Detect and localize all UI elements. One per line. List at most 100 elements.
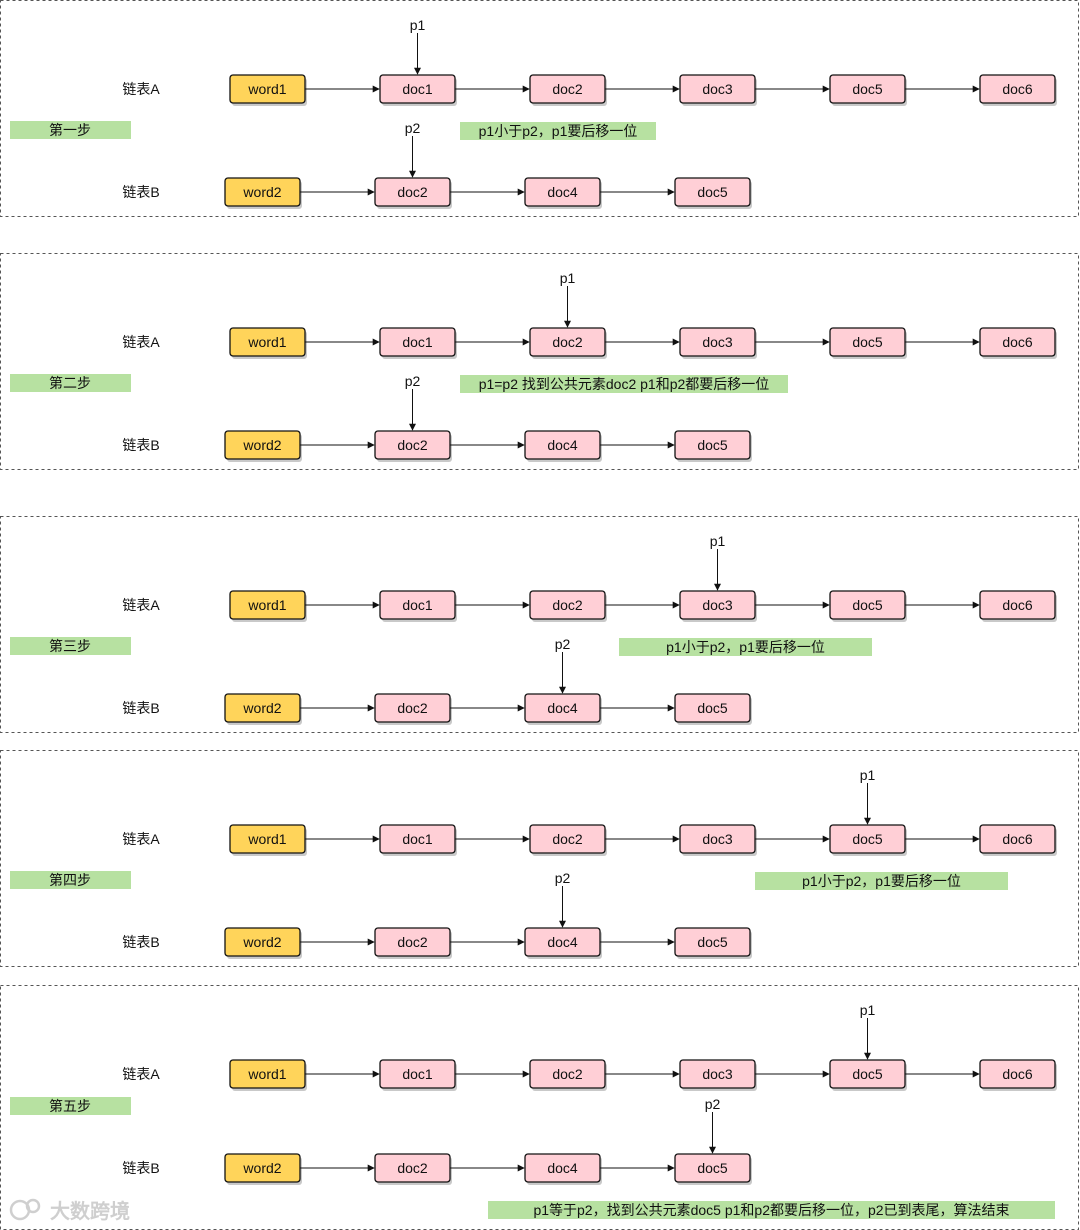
node-box — [674, 693, 751, 723]
list-a-doc-node: doc2 — [529, 1059, 607, 1091]
step-label-bg — [10, 1097, 131, 1115]
watermark: 大数跨境 — [9, 1198, 130, 1223]
list-b-doc-node: doc4 — [524, 1153, 602, 1185]
list-a-label: 链表A — [122, 831, 160, 847]
node-label: doc1 — [402, 81, 433, 97]
node-box — [674, 177, 751, 207]
node-label: doc1 — [402, 831, 433, 847]
note-bg — [460, 375, 788, 393]
list-b-doc-node: doc2 — [374, 177, 452, 209]
panel-border — [0, 253, 1079, 470]
list-b-head-node: word2 — [224, 177, 302, 209]
node-label: doc2 — [552, 334, 583, 350]
step-panel: 第三步 链表A word1 doc1 doc2 doc3 doc5 doc6 链表B word2 d… — [0, 516, 1079, 733]
list-a-doc-node: doc2 — [529, 74, 607, 106]
panel-border — [0, 985, 1079, 1230]
p2-pointer-label: p2 — [555, 636, 571, 652]
list-a-doc-node: doc1 — [379, 327, 457, 359]
p2-pointer-label: p2 — [555, 870, 571, 886]
node-label: doc2 — [552, 81, 583, 97]
node-label: doc1 — [402, 334, 433, 350]
list-a-doc-node: doc6 — [979, 327, 1057, 359]
step-note: p1小于p2，p1要后移一位 — [666, 639, 825, 655]
node-box — [979, 1059, 1056, 1089]
node-label: doc6 — [1002, 334, 1033, 350]
node-label: doc4 — [547, 184, 578, 200]
step-label: 第一步 — [49, 122, 91, 138]
list-b-doc-node: doc5 — [674, 693, 752, 725]
node-label: doc5 — [852, 1066, 883, 1082]
list-a-doc-node: doc3 — [679, 1059, 757, 1091]
list-a-head-node: word1 — [229, 1059, 307, 1091]
list-a-doc-node: doc3 — [679, 74, 757, 106]
step-label: 第五步 — [49, 1098, 91, 1114]
list-a-doc-node: doc5 — [829, 327, 907, 359]
list-b-head-node: word2 — [224, 1153, 302, 1185]
node-box — [674, 927, 751, 957]
node-label: doc3 — [702, 1066, 733, 1082]
list-a-doc-node: doc6 — [979, 824, 1057, 856]
step-label: 第四步 — [49, 872, 91, 888]
list-b-doc-node: doc2 — [374, 693, 452, 725]
node-label: doc3 — [702, 597, 733, 613]
panel-border — [0, 0, 1079, 217]
list-b-doc-node: doc5 — [674, 927, 752, 959]
node-label: word2 — [242, 437, 281, 453]
list-a-label: 链表A — [122, 597, 160, 613]
p1-pointer-label: p1 — [860, 1002, 876, 1018]
step-label-bg — [10, 637, 131, 655]
watermark-text: 大数跨境 — [50, 1199, 130, 1223]
list-a-doc-node: doc2 — [529, 590, 607, 622]
list-b-label: 链表B — [122, 934, 159, 950]
list-a-label: 链表A — [122, 1066, 160, 1082]
panel-border — [0, 750, 1079, 967]
list-a-doc-node: doc6 — [979, 590, 1057, 622]
node-label: doc4 — [547, 700, 578, 716]
list-a-label: 链表A — [122, 81, 160, 97]
node-label: doc5 — [852, 831, 883, 847]
list-a-doc-node: doc1 — [379, 590, 457, 622]
node-label: doc2 — [552, 597, 583, 613]
node-box — [674, 1153, 751, 1183]
step-label: 第二步 — [49, 375, 91, 391]
note-bg — [755, 872, 1008, 890]
p1-pointer-label: p1 — [410, 17, 426, 33]
list-b-label: 链表B — [122, 1160, 159, 1176]
list-b-doc-node: doc2 — [374, 927, 452, 959]
list-b-label: 链表B — [122, 184, 159, 200]
node-label: doc5 — [697, 437, 728, 453]
list-a-doc-node: doc5 — [829, 824, 907, 856]
node-label: doc4 — [547, 934, 578, 950]
step-note: p1小于p2，p1要后移一位 — [479, 123, 638, 139]
panel-border — [0, 516, 1079, 733]
list-a-head-node: word1 — [229, 327, 307, 359]
note-bg — [460, 122, 656, 140]
list-b-doc-node: doc5 — [674, 1153, 752, 1185]
node-label: doc2 — [397, 184, 428, 200]
node-label: doc5 — [852, 334, 883, 350]
node-label: doc2 — [397, 700, 428, 716]
step-label-bg — [10, 374, 131, 392]
list-a-head-node: word1 — [229, 590, 307, 622]
node-label: doc1 — [402, 1066, 433, 1082]
list-b-head-node: word2 — [224, 693, 302, 725]
list-a-doc-node: doc3 — [679, 327, 757, 359]
node-label: doc2 — [397, 1160, 428, 1176]
node-label: doc6 — [1002, 81, 1033, 97]
p2-pointer-label: p2 — [405, 373, 421, 389]
node-label: word1 — [247, 334, 286, 350]
node-label: doc5 — [697, 934, 728, 950]
p2-pointer-label: p2 — [405, 120, 421, 136]
step-note: p1=p2 找到公共元素doc2 p1和p2都要后移一位 — [479, 376, 770, 392]
step-note: p1等于p2，找到公共元素doc5 p1和p2都要后移一位，p2已到表尾，算法结… — [533, 1202, 1009, 1218]
note-bg — [488, 1201, 1055, 1219]
node-label: doc3 — [702, 81, 733, 97]
step-label-bg — [10, 121, 131, 139]
node-label: word2 — [242, 934, 281, 950]
node-label: doc6 — [1002, 1066, 1033, 1082]
step-label: 第三步 — [49, 638, 91, 654]
list-a-doc-node: doc1 — [379, 1059, 457, 1091]
note-bg — [619, 638, 872, 656]
list-b-label: 链表B — [122, 700, 159, 716]
